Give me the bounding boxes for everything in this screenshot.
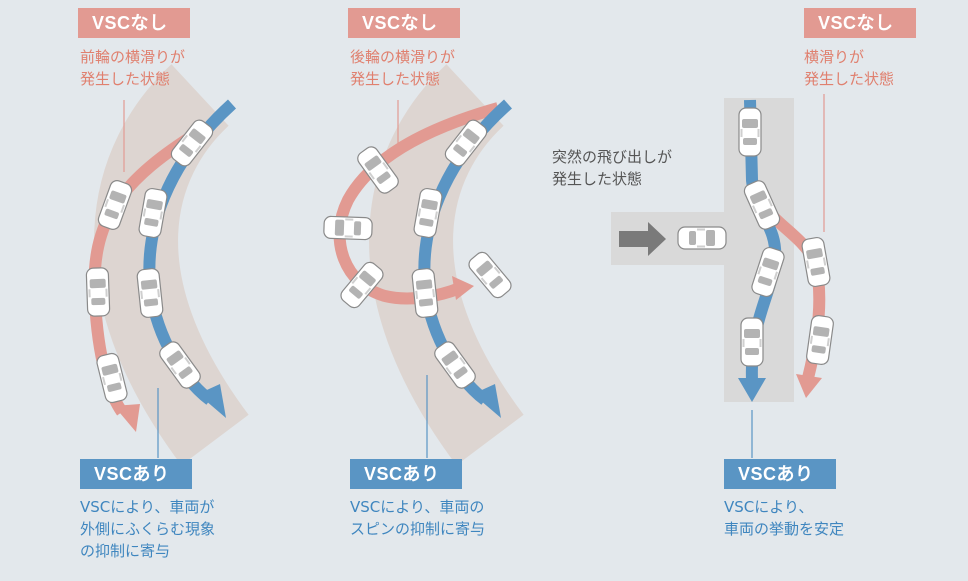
car: [465, 248, 515, 302]
vsc-description: VSCにより、 車両の挙動を安定: [724, 498, 845, 538]
vsc-badge: VSCあり: [80, 459, 192, 489]
curved-road: [94, 64, 249, 466]
vsc-description: VSCにより、車両が 外側にふくらむ現象 の抑制に寄与: [80, 498, 216, 560]
gray-arrow: [619, 222, 666, 256]
red-arrowhead: [452, 276, 474, 300]
blue-arrowhead: [473, 384, 501, 418]
panel-1: [85, 64, 249, 466]
vsc-badge: VSCあり: [350, 459, 462, 489]
vsc-description: VSCにより、車両の スピンの抑制に寄与: [350, 498, 486, 538]
blue-arrowhead: [738, 378, 766, 402]
no-vsc-badge: VSCなし: [804, 8, 916, 38]
no-vsc-badge: VSCなし: [78, 8, 190, 38]
blue-arrowhead: [198, 384, 226, 418]
no-vsc-badge: VSCなし: [348, 8, 460, 38]
car: [135, 267, 165, 319]
panel-2: [323, 64, 524, 466]
event-description: 突然の飛び出しが 発生した状態: [552, 148, 673, 188]
red-arrowhead: [114, 404, 140, 432]
car: [410, 267, 440, 319]
crossing-car: [677, 226, 727, 250]
no-vsc-description: 後輪の横滑りが 発生した状態: [350, 48, 456, 88]
car: [738, 107, 762, 157]
red-arrowhead: [796, 374, 822, 398]
car: [85, 267, 111, 317]
panel-3: [611, 94, 835, 458]
car: [800, 235, 832, 289]
no-vsc-description: 横滑りが 発生した状態: [804, 48, 895, 88]
car: [805, 314, 835, 366]
car: [740, 317, 764, 367]
no-vsc-description: 前輪の横滑りが 発生した状態: [80, 48, 186, 88]
car: [323, 215, 373, 241]
vsc-badge: VSCあり: [724, 459, 836, 489]
